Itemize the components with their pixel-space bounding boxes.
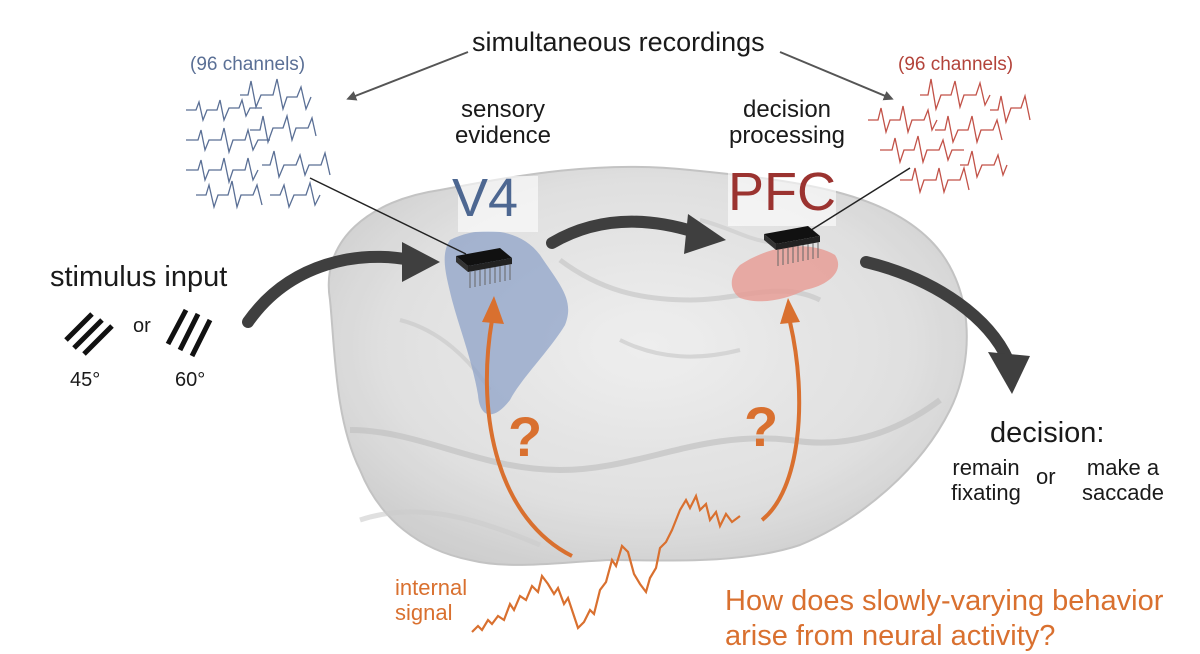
orange-arrow-v4-icon: [484, 319, 573, 558]
decision-option-saccade: make a saccade: [1082, 455, 1164, 505]
blue-waveforms: [186, 78, 331, 210]
pfc-label: PFC: [728, 162, 836, 222]
decision-title: decision:: [990, 417, 1105, 449]
question-mark-v4: ?: [508, 405, 543, 468]
question-mark-pfc: ?: [744, 395, 779, 458]
red-waveforms: [868, 78, 1031, 195]
grating-60-icon: [165, 308, 213, 358]
angle-45-label: 45°: [70, 369, 101, 391]
v4-label: V4: [452, 168, 519, 228]
decision-arrow-icon: [860, 256, 1014, 366]
decision-or: or: [1036, 464, 1056, 489]
v4-to-pfc-arrow-icon: [546, 215, 701, 249]
grating-45-icon: [64, 312, 114, 356]
research-question: How does slowly-varying behavior arise f…: [725, 585, 1164, 652]
angle-60-label: 60°: [175, 369, 206, 391]
sensory-evidence-label: sensory evidence: [454, 96, 552, 149]
internal-signal-trace: [471, 492, 741, 633]
stimulus-arrow-icon: [242, 250, 416, 328]
left-channel-count: (96 channels): [190, 54, 306, 75]
stimulus-or: or: [133, 315, 151, 337]
left-recording-arrow: [346, 51, 469, 101]
internal-signal-label: internal signal: [395, 575, 468, 625]
pfc-electrode-array-icon: [764, 226, 820, 266]
header-recordings: simultaneous recordings: [472, 27, 765, 57]
pfc-region: [731, 246, 839, 302]
stimulus-title: stimulus input: [50, 261, 228, 293]
right-channel-count: (96 channels): [898, 54, 1014, 75]
v4-electrode-array-icon: [456, 248, 512, 288]
right-recording-arrow: [779, 51, 894, 101]
orange-arrow-pfc-icon: [760, 321, 802, 522]
v4-region: [444, 231, 569, 415]
decision-option-remain: remain fixating: [951, 455, 1021, 505]
decision-processing-label: decision processing: [728, 96, 846, 149]
